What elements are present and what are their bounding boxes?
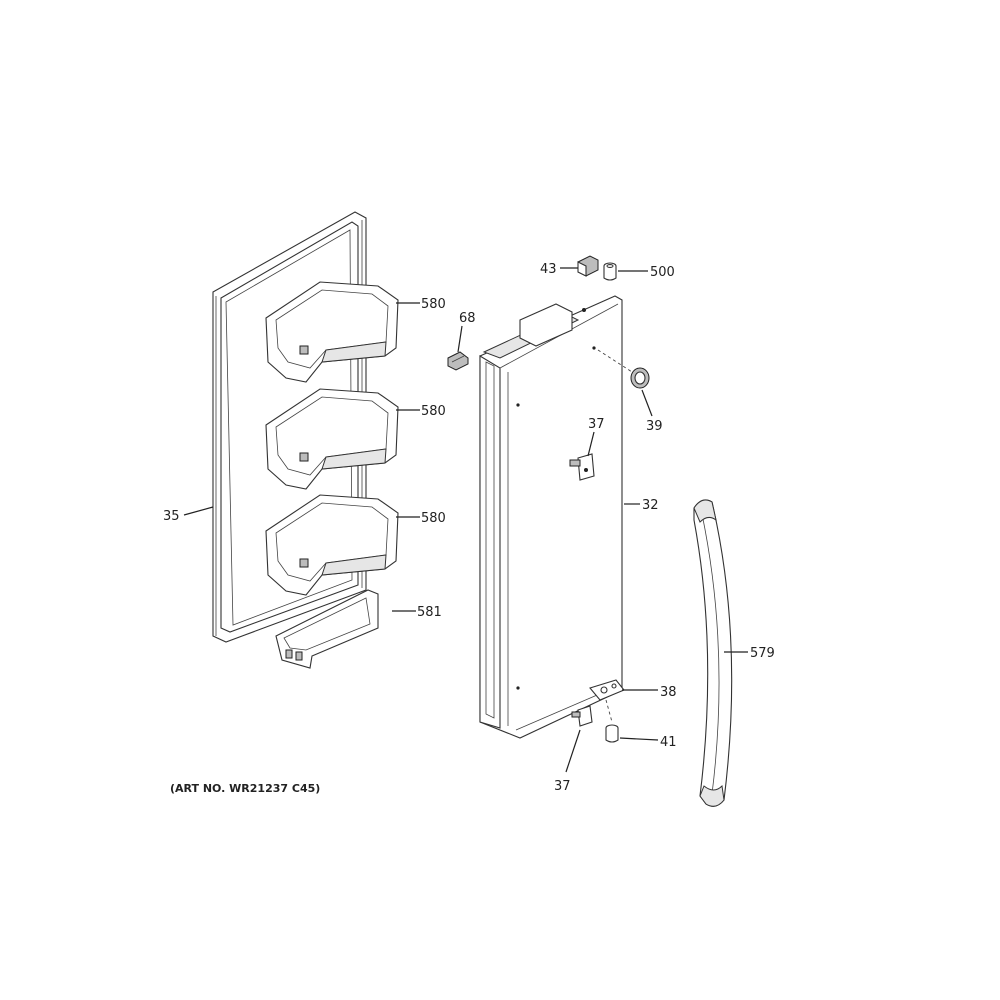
callout-37-upper: 37 [588,417,605,432]
door-shelf-581[interactable] [275,589,379,669]
door-bin-580-middle[interactable] [265,388,399,490]
callout-500: 500 [650,265,675,280]
dash-line-39 [597,349,633,373]
dash-line-41 [605,699,613,723]
clip-68[interactable] [447,351,469,371]
door-handle-579[interactable] [693,499,733,807]
callout-37-lower: 37 [554,779,571,794]
door-bin-580-bottom[interactable] [265,494,399,596]
leader-lines [183,267,748,773]
door-panel-32[interactable] [479,295,623,739]
callout-39: 39 [646,419,663,434]
callout-35: 35 [163,509,180,524]
callout-43: 43 [540,262,557,277]
art-number: (ART NO. WR21237 C45) [170,782,320,795]
callout-38: 38 [660,685,677,700]
callout-32: 32 [642,498,659,513]
callout-41: 41 [660,735,677,750]
top-hinge-43[interactable] [577,255,599,277]
door-stop-37-upper[interactable] [569,453,595,481]
plug-39[interactable] [630,367,650,389]
callout-68: 68 [459,311,476,326]
door-bin-580-top[interactable] [265,281,399,383]
bushing-500[interactable] [603,262,617,281]
callout-581: 581 [417,605,442,620]
bushing-41[interactable] [605,724,619,743]
callout-580-bottom: 580 [421,511,446,526]
callout-580-top: 580 [421,297,446,312]
callout-579: 579 [750,646,775,661]
door-stop-37-lower[interactable] [571,705,593,727]
callout-580-middle: 580 [421,404,446,419]
